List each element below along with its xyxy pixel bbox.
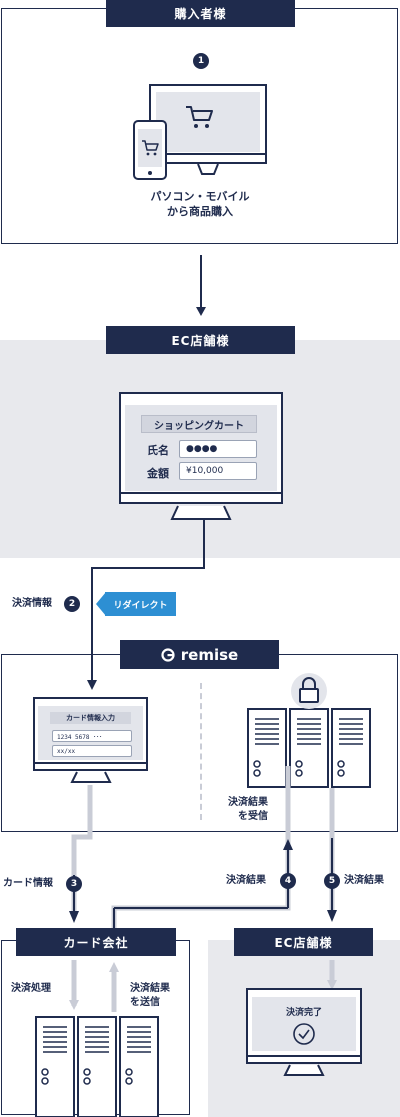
- step-1-badge: 1: [193, 53, 209, 69]
- arrow-remise-to-ec-result: [327, 788, 337, 922]
- ec-result-monitor-stand: [283, 1064, 325, 1076]
- expiry-field[interactable]: xx/xx: [52, 745, 132, 757]
- name-label: 氏名: [147, 444, 169, 457]
- remise-monitor-stand: [70, 771, 112, 783]
- server-rack-card: [35, 1016, 159, 1117]
- complete-label: 決済完了: [285, 1008, 322, 1018]
- ec-monitor-bezel-line: [119, 492, 283, 494]
- card-form-title-bar: [50, 712, 131, 724]
- ec-store-title: EC店舗様: [106, 326, 295, 354]
- cart-title: ショッピングカート: [154, 421, 244, 432]
- process-label: 決済処理: [11, 983, 51, 994]
- server-rack-remise: [247, 673, 371, 788]
- step-4-badge: 4: [280, 873, 296, 889]
- ec-result-monitor-bezel-line: [246, 1055, 362, 1057]
- arrow-ec-to-remise: [87, 520, 205, 690]
- card-company-title: カード会社: [16, 928, 176, 956]
- card-form-title: カード情報入力: [66, 714, 115, 722]
- desktop-phone-icon: [133, 84, 267, 180]
- buyer-title: 購入者様: [106, 0, 295, 27]
- result-5-label: 決済結果: [344, 875, 384, 886]
- ec-result-inner-arrow: [327, 960, 337, 990]
- buyer-caption-line2: から商品購入: [167, 205, 233, 218]
- step-5-badge: 5: [324, 873, 340, 889]
- name-field[interactable]: ●●●●: [179, 440, 257, 458]
- buyer-caption-line1: パソコン・モバイル: [150, 190, 250, 203]
- arrow-remise-to-card: [69, 785, 93, 923]
- remise-logo-icon: [161, 647, 175, 662]
- card-number-field[interactable]: 1234 5678 ･･･: [52, 730, 132, 742]
- receive-line2: を受信: [238, 811, 268, 822]
- ec-result-title: EC店舗様: [234, 928, 373, 956]
- remise-divider: [200, 683, 202, 820]
- remise-logo-text: remise: [180, 645, 239, 664]
- remise-monitor-bezel-line: [33, 762, 148, 764]
- check-circle-icon: [293, 1023, 315, 1045]
- remise-logo-bar: remise: [120, 640, 279, 669]
- amount-field[interactable]: ¥10,000: [179, 462, 257, 480]
- payment-info-label: 決済情報: [12, 598, 52, 609]
- arrow-buyer-to-ec: [196, 255, 206, 316]
- cart-title-bar: [141, 415, 257, 433]
- amount-label: 金額: [147, 467, 169, 480]
- card-info-label: カード情報: [3, 878, 53, 889]
- card-company-inner-arrows: [69, 960, 119, 1012]
- send-line2: を送信: [130, 997, 160, 1008]
- redirect-tag: リダイレクト: [105, 592, 176, 616]
- send-line1: 決済結果: [130, 983, 170, 994]
- result-4-label: 決済結果: [226, 875, 266, 886]
- redirect-tag-arrow: [96, 592, 106, 616]
- step-2-badge: 2: [64, 596, 80, 612]
- step-3-badge: 3: [66, 876, 82, 892]
- ec-monitor-stand: [170, 505, 232, 520]
- receive-line1: 決済結果: [228, 797, 268, 808]
